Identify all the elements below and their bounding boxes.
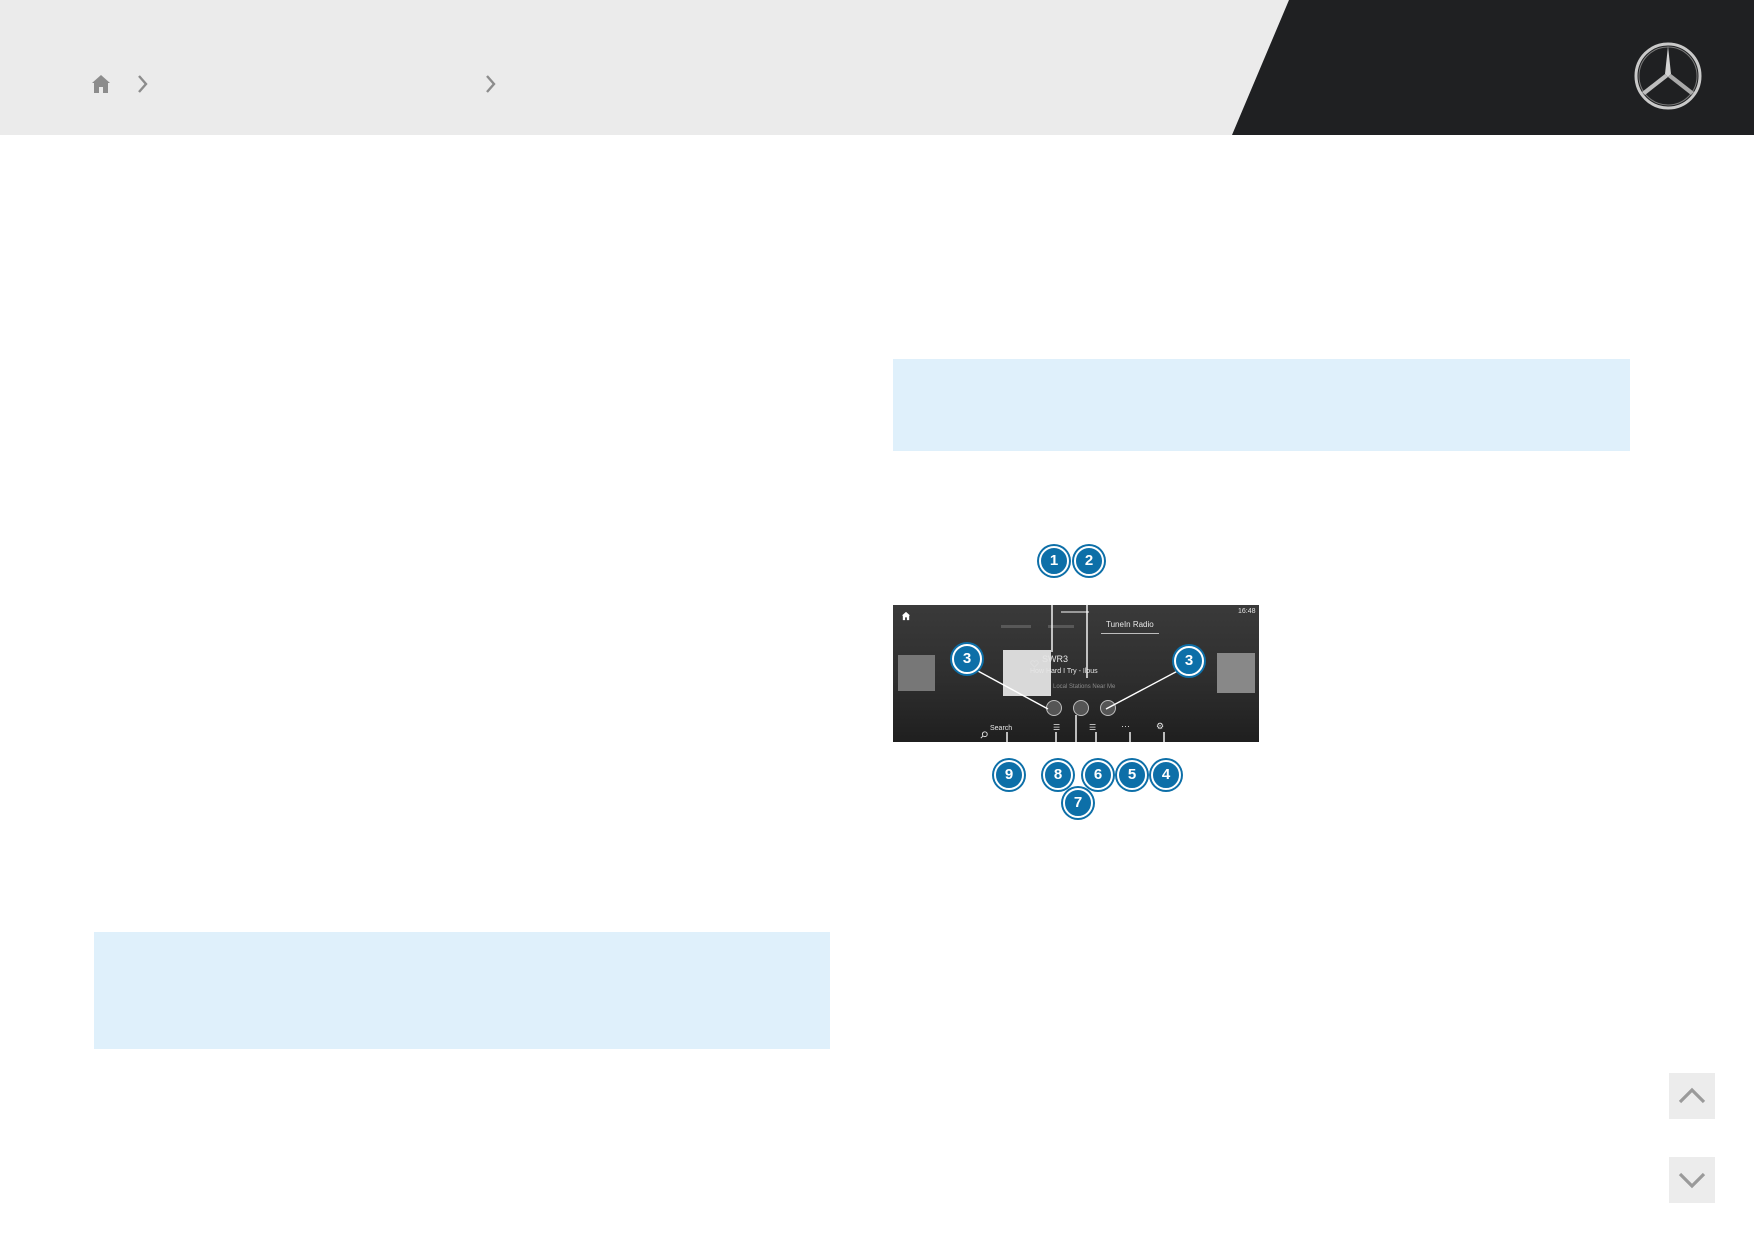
station-list-icon[interactable]: ☰ [1053, 723, 1061, 732]
callout-9: 9 [994, 760, 1024, 790]
callout-6: 6 [1083, 760, 1113, 790]
search-icon [980, 726, 988, 742]
search-button[interactable]: Search [990, 725, 1013, 732]
previous-button[interactable] [1046, 700, 1062, 716]
callout-3-right: 3 [1174, 646, 1204, 676]
settings-icon[interactable]: ⚙ [1156, 721, 1165, 731]
chevron-up-icon [1678, 1087, 1706, 1104]
callout-4: 4 [1151, 760, 1181, 790]
category-list-icon[interactable]: ☰ [1089, 723, 1097, 732]
next-button[interactable] [1100, 700, 1116, 716]
callout-7: 7 [1063, 788, 1093, 818]
info-box-right [893, 359, 1630, 451]
multimedia-screen: 16:48 TuneIn Radio SWR3 How Hard I Try -… [893, 605, 1259, 742]
home-icon [901, 608, 911, 626]
more-options-icon[interactable]: ··· [1121, 721, 1130, 731]
home-icon[interactable] [90, 73, 112, 100]
top-indicator [1061, 611, 1089, 613]
mercedes-star-logo[interactable] [1632, 40, 1704, 112]
stop-button[interactable] [1073, 700, 1089, 716]
chevron-right-icon [136, 73, 150, 100]
callout-1: 1 [1039, 546, 1069, 576]
chevron-right-icon [484, 73, 498, 100]
scroll-up-button[interactable] [1669, 1073, 1715, 1119]
clock: 16:48 [1238, 608, 1256, 615]
track-title: How Hard I Try - Ilous [1030, 668, 1098, 675]
tab-placeholder [1048, 625, 1074, 628]
heart-icon[interactable] [1030, 655, 1039, 673]
scroll-down-button[interactable] [1669, 1157, 1715, 1203]
header-brand-panel [1194, 0, 1754, 135]
callout-8: 8 [1043, 760, 1073, 790]
page-header [0, 0, 1754, 135]
radio-display-figure: 16:48 TuneIn Radio SWR3 How Hard I Try -… [893, 540, 1260, 820]
tab-tunein-radio[interactable]: TuneIn Radio [1106, 620, 1154, 629]
tab-underline [1101, 633, 1159, 634]
callout-3-left: 3 [952, 644, 982, 674]
station-name: SWR3 [1042, 654, 1069, 664]
info-box-left [94, 932, 830, 1049]
callout-2: 2 [1074, 546, 1104, 576]
chevron-down-icon [1678, 1172, 1706, 1189]
tab-placeholder [1001, 625, 1031, 628]
callout-5: 5 [1117, 760, 1147, 790]
station-list-label: Local Stations Near Me [1053, 684, 1116, 690]
station-tile[interactable] [1217, 653, 1255, 693]
station-tile[interactable] [898, 655, 935, 691]
